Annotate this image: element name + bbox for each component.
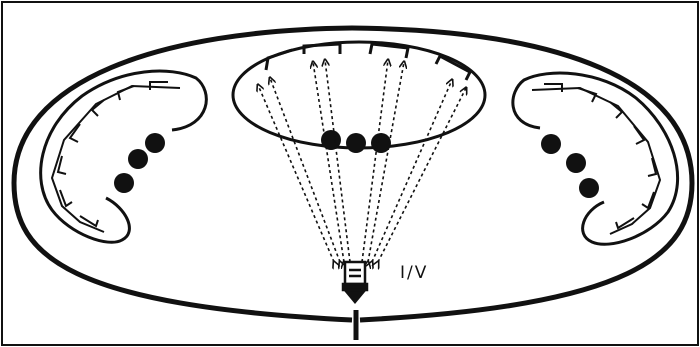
- molecule-dot: [321, 130, 341, 150]
- signal-arrow: [378, 88, 466, 262]
- molecule-dot: [566, 153, 586, 173]
- molecule-dot: [145, 133, 165, 153]
- signal-arrow: [270, 78, 340, 262]
- molecule-dot: [579, 178, 599, 198]
- left-membrane: [52, 86, 180, 232]
- molecule-dot: [114, 173, 134, 193]
- signal-arrow: [258, 85, 334, 262]
- signal-arrows: [258, 60, 466, 262]
- signal-arrow: [368, 62, 404, 262]
- molecule-dot: [371, 133, 391, 153]
- right-membrane: [532, 88, 660, 234]
- iv-label: I/V: [400, 263, 428, 283]
- molecule-dot: [128, 149, 148, 169]
- molecule-dot: [346, 133, 366, 153]
- left-chamber: [41, 71, 207, 242]
- detector-probe: [343, 262, 367, 302]
- signal-arrow: [362, 60, 388, 262]
- molecule-dots: [114, 130, 599, 198]
- molecule-dot: [541, 134, 561, 154]
- right-receptors: [544, 84, 656, 228]
